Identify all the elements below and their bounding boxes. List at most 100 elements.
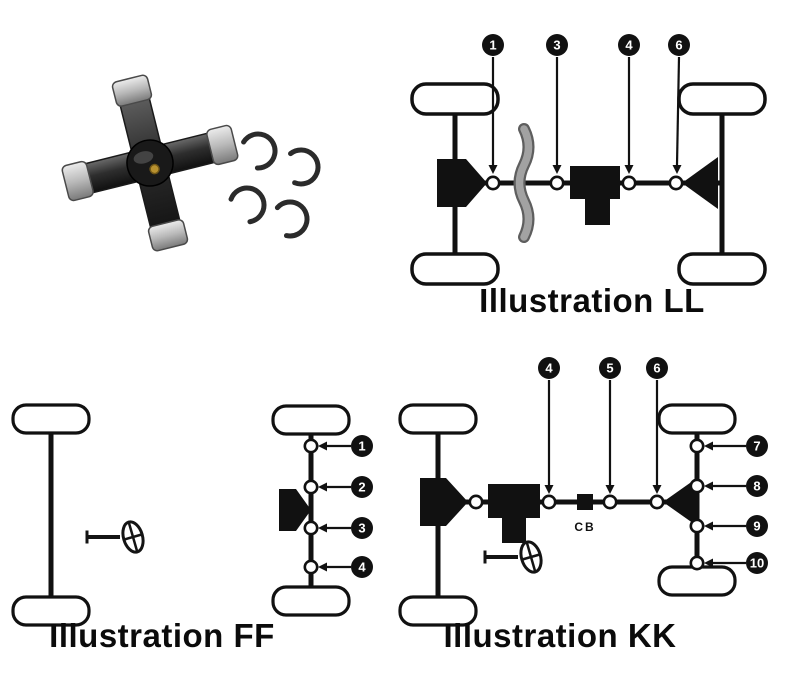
snap-ring-icon [277,198,312,238]
differential [279,489,311,531]
callout-number: 4 [545,361,553,376]
u-joint-point [303,559,319,575]
u-joint-point [303,438,319,454]
u-joint-point [649,494,665,510]
transmission-case [570,166,620,199]
rear-differential [682,157,718,209]
wheel [677,82,767,116]
front-differential [420,478,468,526]
callout-number: 3 [553,38,560,53]
u-joint-point [689,518,705,534]
u-joint-point [689,478,705,494]
u-joint-point [541,494,557,510]
callout-ff-2: 2 [318,476,373,498]
rear-differential [663,478,697,526]
wheel [410,82,500,116]
callout-kk-9: 9 [704,515,768,537]
callout-badge [351,476,373,498]
transmission [488,484,540,543]
u-joint-cross [61,74,239,252]
transmission-case [488,484,540,518]
wheel [410,252,500,286]
arrowhead-icon [704,441,713,451]
callout-number: 1 [358,439,365,454]
illustration-kk: CB 4 5 6 [398,357,768,654]
wheel [657,565,737,597]
transmission-tail [502,518,526,543]
callout-number: 6 [675,38,682,53]
illustration-ff-caption: Illustration FF [49,617,275,654]
wheel [271,585,351,617]
callout-ll-3: 3 [546,34,568,174]
callout-ff-4: 4 [318,556,373,578]
callout-ll-4: 4 [618,34,640,174]
callout-number: 10 [750,556,764,571]
callout-badge [668,34,690,56]
callout-badge [746,475,768,497]
arrowhead-icon [318,562,327,572]
callout-number: 6 [653,361,660,376]
callout-arrow [675,56,681,166]
callout-number: 1 [489,38,496,53]
snap-ring-icon [230,181,271,223]
arrowhead-icon [318,523,327,533]
bearing-cap-top [111,74,153,107]
wheel [657,403,737,435]
callout-ff-1: 1 [318,435,373,457]
wheel [677,252,767,286]
callout-number: 4 [358,560,366,575]
illustration-ll-caption: Illustration LL [479,282,705,319]
arrowhead-icon [704,481,713,491]
flex-coupling [513,123,535,243]
callout-ll-1: 1 [482,34,504,174]
u-joint-point [303,479,319,495]
arrowhead-icon [544,485,554,494]
callout-badge [546,34,568,56]
arrowhead-icon [704,521,713,531]
callout-badge [538,357,560,379]
u-joint-point [621,175,637,191]
bearing-cap-bottom [147,219,189,252]
callout-badge [618,34,640,56]
callout-kk-7: 7 [704,435,768,457]
u-joint-point [602,494,618,510]
callout-number: 3 [358,521,365,536]
snap-rings [230,128,321,238]
center-bearing: CB [574,494,595,534]
u-joint-point [689,438,705,454]
arrowhead-icon [652,485,662,494]
u-joint-point [303,520,319,536]
steering-wheel-icon [483,537,547,577]
callout-badge [351,556,373,578]
callout-kk-10: 10 [704,552,768,574]
snap-ring-icon [243,128,282,170]
callout-badge [746,552,768,574]
grease-fitting [149,163,160,175]
arrowhead-icon [624,165,634,174]
callout-number: 7 [753,439,760,454]
arrowhead-icon [318,441,327,451]
arrowhead-icon [672,165,682,174]
wheel [271,404,351,436]
u-joint-point [549,175,565,191]
callout-number: 9 [753,519,760,534]
flex-coupling-body [515,125,533,241]
transmission [570,166,620,225]
illustration-ll: 1 3 4 6 Illustration LL [410,34,767,319]
arrowhead-icon [552,165,562,174]
callout-kk-5: 5 [599,357,621,494]
u-joint-point [689,555,705,571]
wheel [11,403,91,435]
center-bearing-label: CB [574,520,595,534]
u-joint-point [468,494,484,510]
wheel [398,403,478,435]
callout-ff-3: 3 [318,517,373,539]
u-joint-photo [61,74,321,252]
arrowhead-icon [605,485,615,494]
callout-number: 5 [606,361,613,376]
u-joint-center-body [126,139,174,187]
callout-kk-6: 6 [646,357,668,494]
callout-badge [482,34,504,56]
bearing-cap-right [206,124,239,166]
